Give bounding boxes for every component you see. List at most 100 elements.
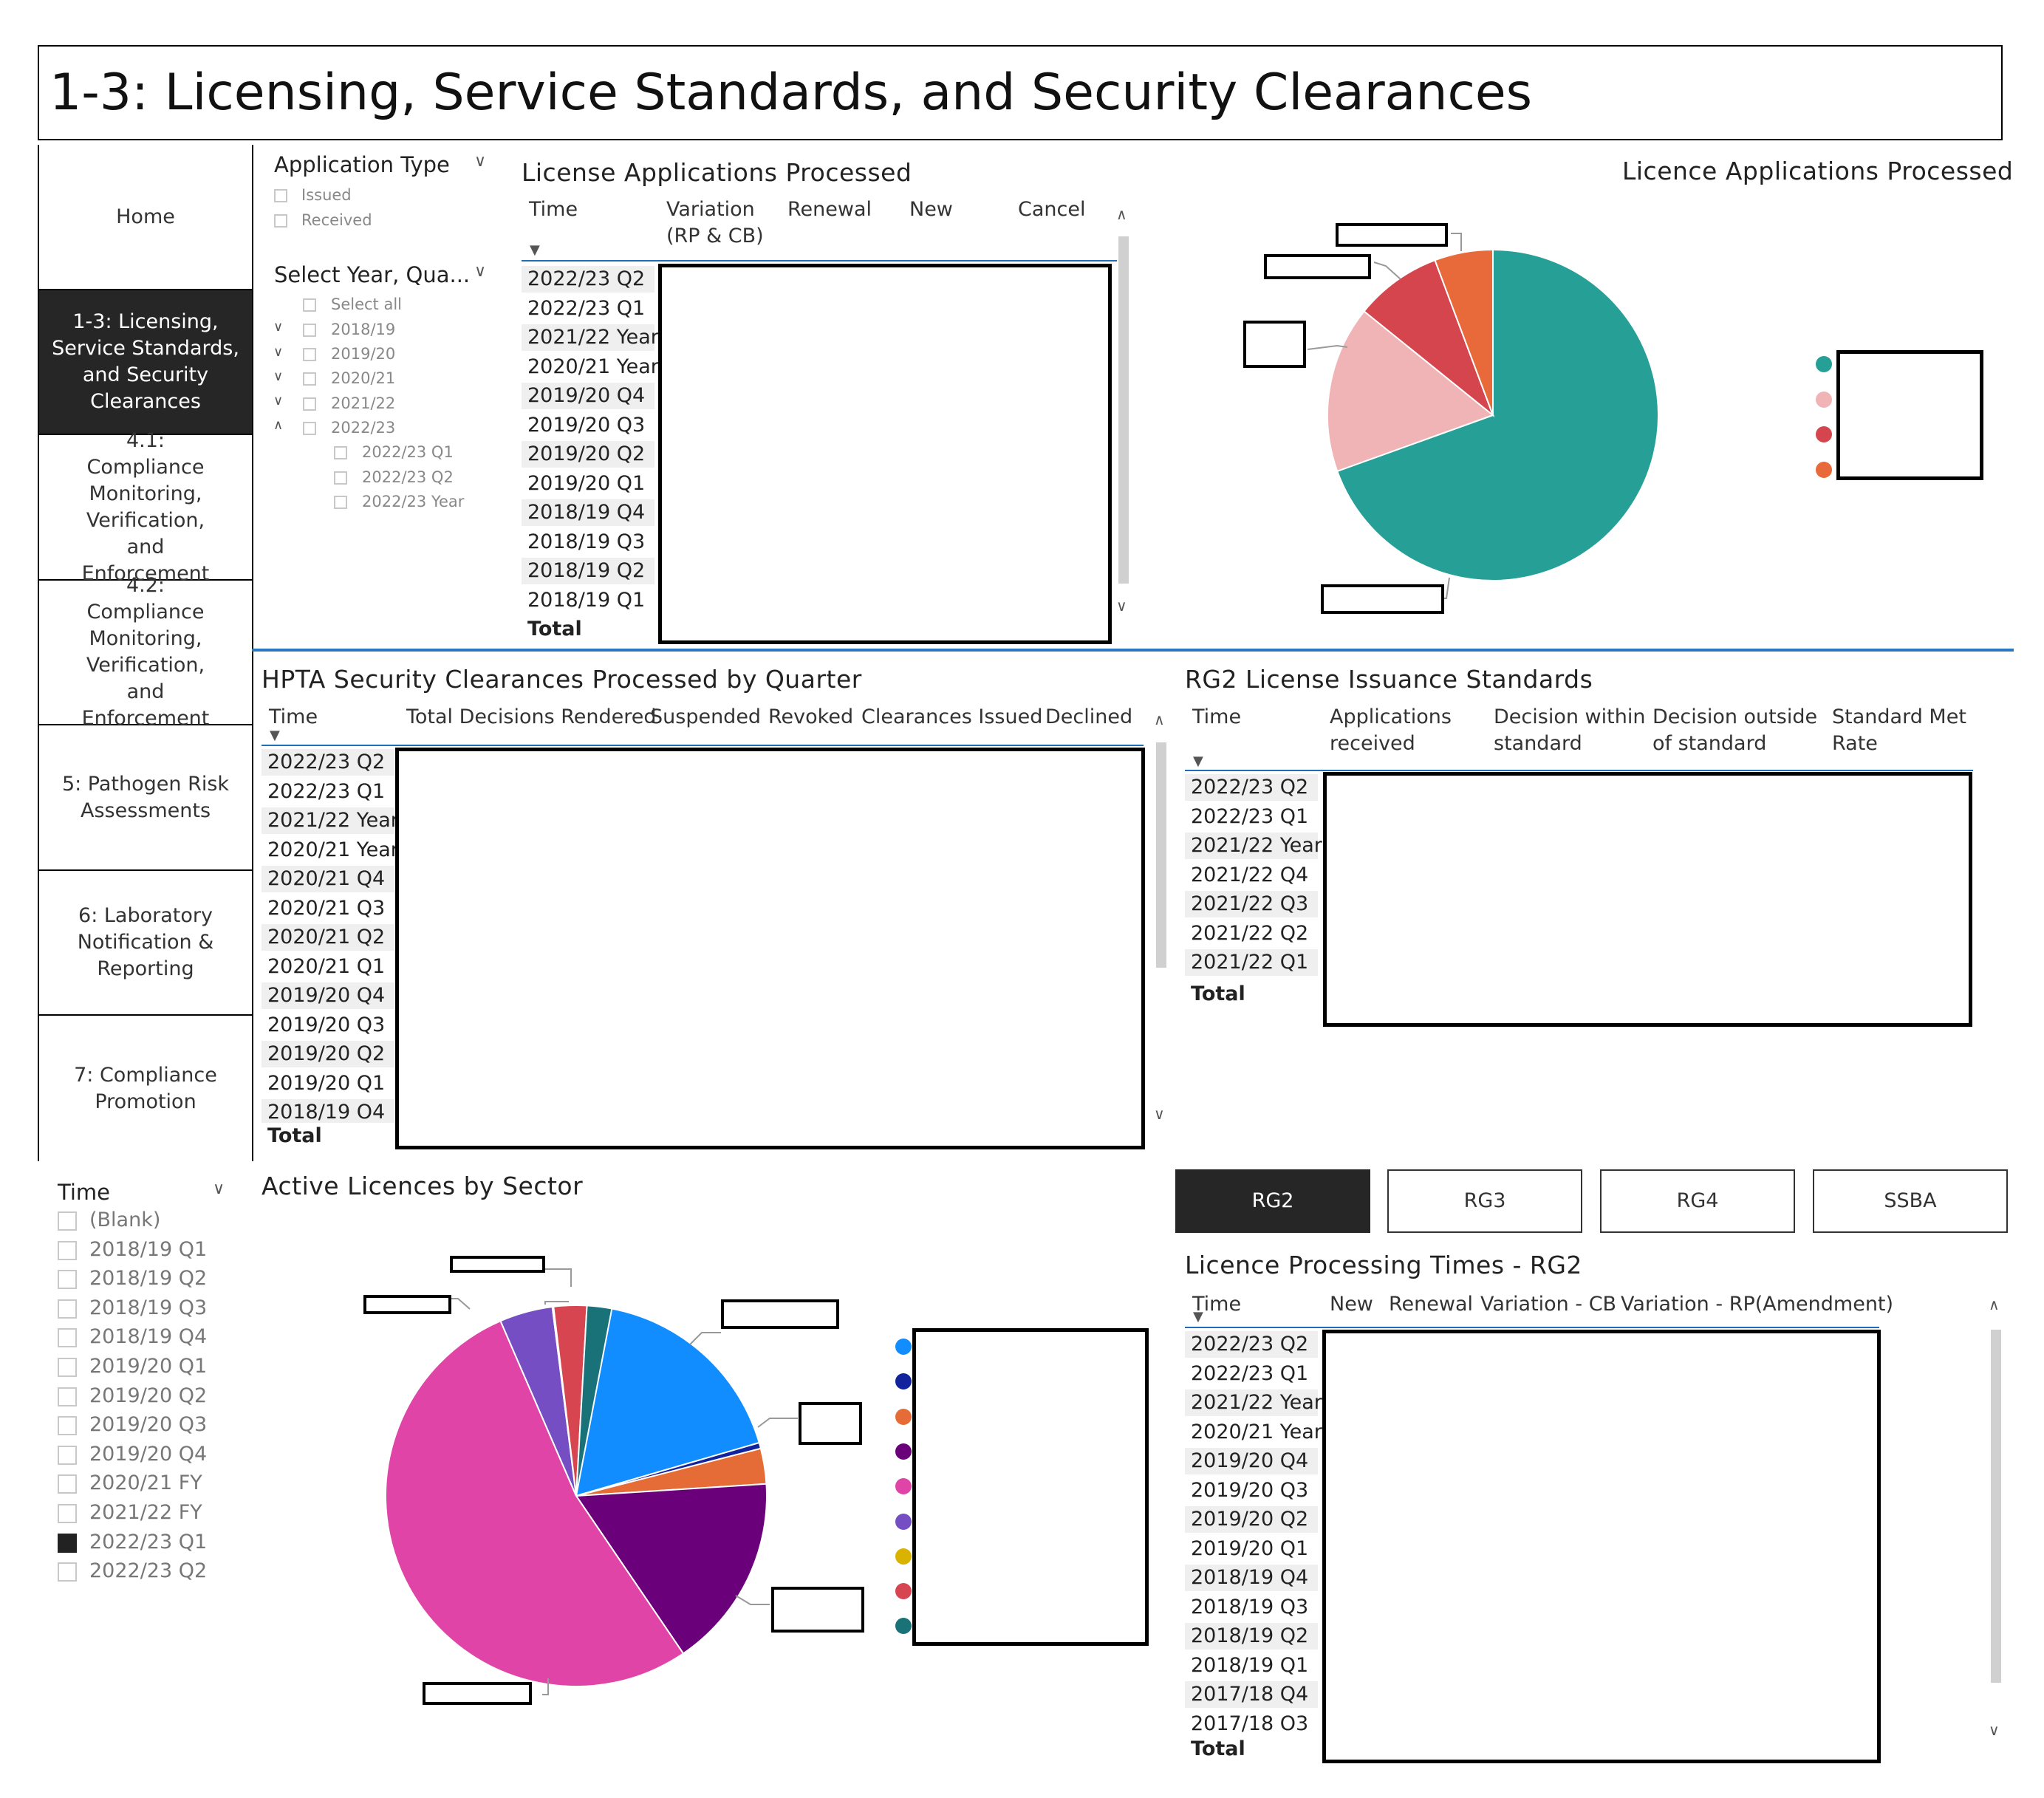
table-row-time[interactable]: 2019/20 Q1: [262, 1070, 394, 1097]
table-row-time[interactable]: 2021/22 Year: [1185, 1389, 1322, 1416]
column-header-variation[interactable]: Variation (RP & CB): [666, 198, 764, 247]
scroll-down-icon[interactable]: ∨: [1154, 1105, 1165, 1123]
table-row-time[interactable]: 2018/19 Q1: [522, 587, 654, 614]
table-row-time[interactable]: 2022/23 Q1: [1185, 803, 1318, 830]
tab-rg3[interactable]: RG3: [1387, 1169, 1582, 1233]
chevron-down-icon[interactable]: ∨: [213, 1180, 225, 1198]
time-option-checkbox[interactable]: [58, 1358, 77, 1377]
time-option-checkbox[interactable]: [58, 1211, 77, 1231]
pie-slice-5[interactable]: [385, 1319, 685, 1687]
table-row-time[interactable]: 2020/21 Q2: [262, 924, 394, 951]
table-row-time[interactable]: 2019/20 Q1: [1185, 1535, 1318, 1562]
pie-slice-4[interactable]: [575, 1483, 768, 1655]
table-row-time[interactable]: 2018/19 Q4: [1185, 1565, 1318, 1591]
time-option-checkbox[interactable]: [58, 1504, 77, 1523]
table-row-time[interactable]: 2021/22 Year: [522, 324, 659, 351]
expand-chevron-icon[interactable]: ∨: [273, 393, 284, 409]
pie-slice-4[interactable]: [1434, 248, 1494, 416]
table-row-time[interactable]: 2019/20 Q4: [262, 982, 394, 1009]
time-option-checkbox[interactable]: [58, 1270, 77, 1290]
checkbox-issued[interactable]: [274, 189, 287, 202]
column-header-applications-received[interactable]: Applications received: [1330, 705, 1452, 755]
table-row-time[interactable]: 2021/22 Q3: [1185, 891, 1318, 917]
table-row-time[interactable]: 2017/18 O3: [1185, 1710, 1318, 1737]
chevron-down-icon[interactable]: ∨: [474, 152, 487, 171]
time-option-checkbox[interactable]: [58, 1299, 77, 1319]
checkbox-2022-23-q2[interactable]: [334, 471, 347, 485]
scroll-up-icon[interactable]: ∧: [1154, 711, 1165, 728]
column-header-clearances-issued[interactable]: Clearances Issued: [861, 705, 1043, 728]
collapse-chevron-icon[interactable]: ∧: [273, 417, 284, 433]
table-row-time[interactable]: 2021/22 Q2: [1185, 920, 1318, 947]
pie-slice-1[interactable]: [1336, 248, 1659, 581]
sort-descending-icon[interactable]: ▼: [1193, 753, 1203, 769]
column-header-renewal[interactable]: Renewal: [1389, 1293, 1474, 1316]
time-option-checkbox[interactable]: [58, 1562, 77, 1582]
table-row-time[interactable]: 2017/18 Q4: [1185, 1681, 1318, 1708]
column-header-decision-within[interactable]: Decision within standard: [1494, 705, 1646, 755]
table-row-time[interactable]: 2018/19 Q2: [522, 558, 654, 584]
scroll-up-icon[interactable]: ∧: [1989, 1296, 2000, 1313]
nav-lab-notification[interactable]: 6: Laboratory Notification & Reporting: [38, 871, 252, 1016]
expand-chevron-icon[interactable]: ∨: [273, 319, 284, 335]
table-row-time[interactable]: 2020/21 Year: [522, 353, 659, 380]
expand-chevron-icon[interactable]: ∨: [273, 369, 284, 384]
table-row-time[interactable]: 2021/22 Q1: [1185, 949, 1318, 976]
checkbox-2022-23-year[interactable]: [334, 496, 347, 509]
nav-home[interactable]: Home: [38, 145, 252, 290]
table-row-time[interactable]: 2022/23 Q1: [522, 295, 654, 322]
column-header-renewal[interactable]: Renewal: [787, 198, 872, 221]
table-row-time[interactable]: 2019/20 Q2: [522, 441, 654, 468]
table-row-time[interactable]: 2019/20 Q3: [522, 411, 654, 439]
pie-slice-2[interactable]: [1327, 310, 1495, 473]
table-row-time[interactable]: 2021/22 Q4: [1185, 861, 1318, 889]
column-header-new[interactable]: New: [909, 198, 953, 221]
table-row-time[interactable]: 2018/19 Q3: [522, 528, 654, 556]
column-header-variation-rp[interactable]: Variation - RP(Amendment): [1621, 1293, 1894, 1316]
pie-slice-3[interactable]: [1363, 259, 1495, 418]
time-option-checkbox[interactable]: [58, 1328, 77, 1348]
time-option-checkbox[interactable]: [58, 1474, 77, 1494]
nav-pathogen[interactable]: 5: Pathogen Risk Assessments: [38, 725, 252, 871]
checkbox-2021-22[interactable]: [303, 397, 316, 411]
checkbox-select-all[interactable]: [303, 298, 316, 312]
checkbox-2022-23[interactable]: [303, 422, 316, 435]
vertical-scrollbar[interactable]: [1118, 236, 1129, 584]
nav-compliance-4-1[interactable]: 4.1: Compliance Monitoring, Verification…: [38, 429, 252, 585]
table-row-time[interactable]: 2022/23 Q2: [262, 749, 394, 776]
vertical-scrollbar[interactable]: [1991, 1330, 2001, 1683]
table-row-time[interactable]: 2019/20 Q4: [1185, 1448, 1318, 1474]
column-header-suspended[interactable]: Suspended: [650, 705, 762, 728]
column-header-decision-outside[interactable]: Decision outside of standard: [1652, 705, 1818, 755]
nav-compliance-4-2[interactable]: 4.2: Compliance Monitoring, Verification…: [38, 574, 252, 730]
checkbox-2019-20[interactable]: [303, 348, 316, 361]
table-row-time[interactable]: 2019/20 Q3: [1185, 1477, 1318, 1504]
time-option-checkbox[interactable]: [58, 1416, 77, 1436]
scroll-down-icon[interactable]: ∨: [1989, 1721, 2000, 1739]
pie-slice-9[interactable]: [575, 1305, 613, 1497]
sort-descending-icon[interactable]: ▼: [270, 728, 280, 743]
table-row-time[interactable]: 2020/21 Q1: [262, 953, 394, 980]
table-row-time[interactable]: 2018/19 O4: [262, 1099, 394, 1126]
column-header-variation-cb[interactable]: Variation - CB: [1480, 1293, 1617, 1316]
column-header-time[interactable]: Time: [1192, 705, 1242, 728]
table-row-time[interactable]: 2022/23 Q2: [1185, 774, 1318, 801]
chevron-down-icon[interactable]: ∨: [474, 262, 487, 281]
table-row-time[interactable]: 2022/23 Q1: [1185, 1360, 1318, 1387]
table-row-time[interactable]: 2018/19 Q4: [522, 499, 654, 526]
column-header-declined[interactable]: Declined: [1045, 705, 1133, 728]
table-row-time[interactable]: 2020/21 Q4: [262, 866, 394, 892]
time-option-checkbox[interactable]: [58, 1387, 77, 1406]
tab-rg4[interactable]: RG4: [1600, 1169, 1795, 1233]
table-row-time[interactable]: 2020/21 Year: [1185, 1418, 1322, 1446]
scroll-up-icon[interactable]: ∧: [1116, 205, 1127, 223]
licence-pie-slices[interactable]: [1327, 248, 1659, 581]
table-row-time[interactable]: 2018/19 Q3: [1185, 1593, 1318, 1621]
column-header-cancel[interactable]: Cancel: [1018, 198, 1086, 221]
table-row-time[interactable]: 2020/21 Year: [262, 836, 399, 864]
vertical-scrollbar[interactable]: [1156, 742, 1166, 968]
nav-licensing[interactable]: 1-3: Licensing, Service Standards, and S…: [38, 290, 252, 435]
checkbox-2020-21[interactable]: [303, 372, 316, 386]
table-row-time[interactable]: 2022/23 Q2: [522, 266, 654, 293]
checkbox-2018-19[interactable]: [303, 324, 316, 337]
